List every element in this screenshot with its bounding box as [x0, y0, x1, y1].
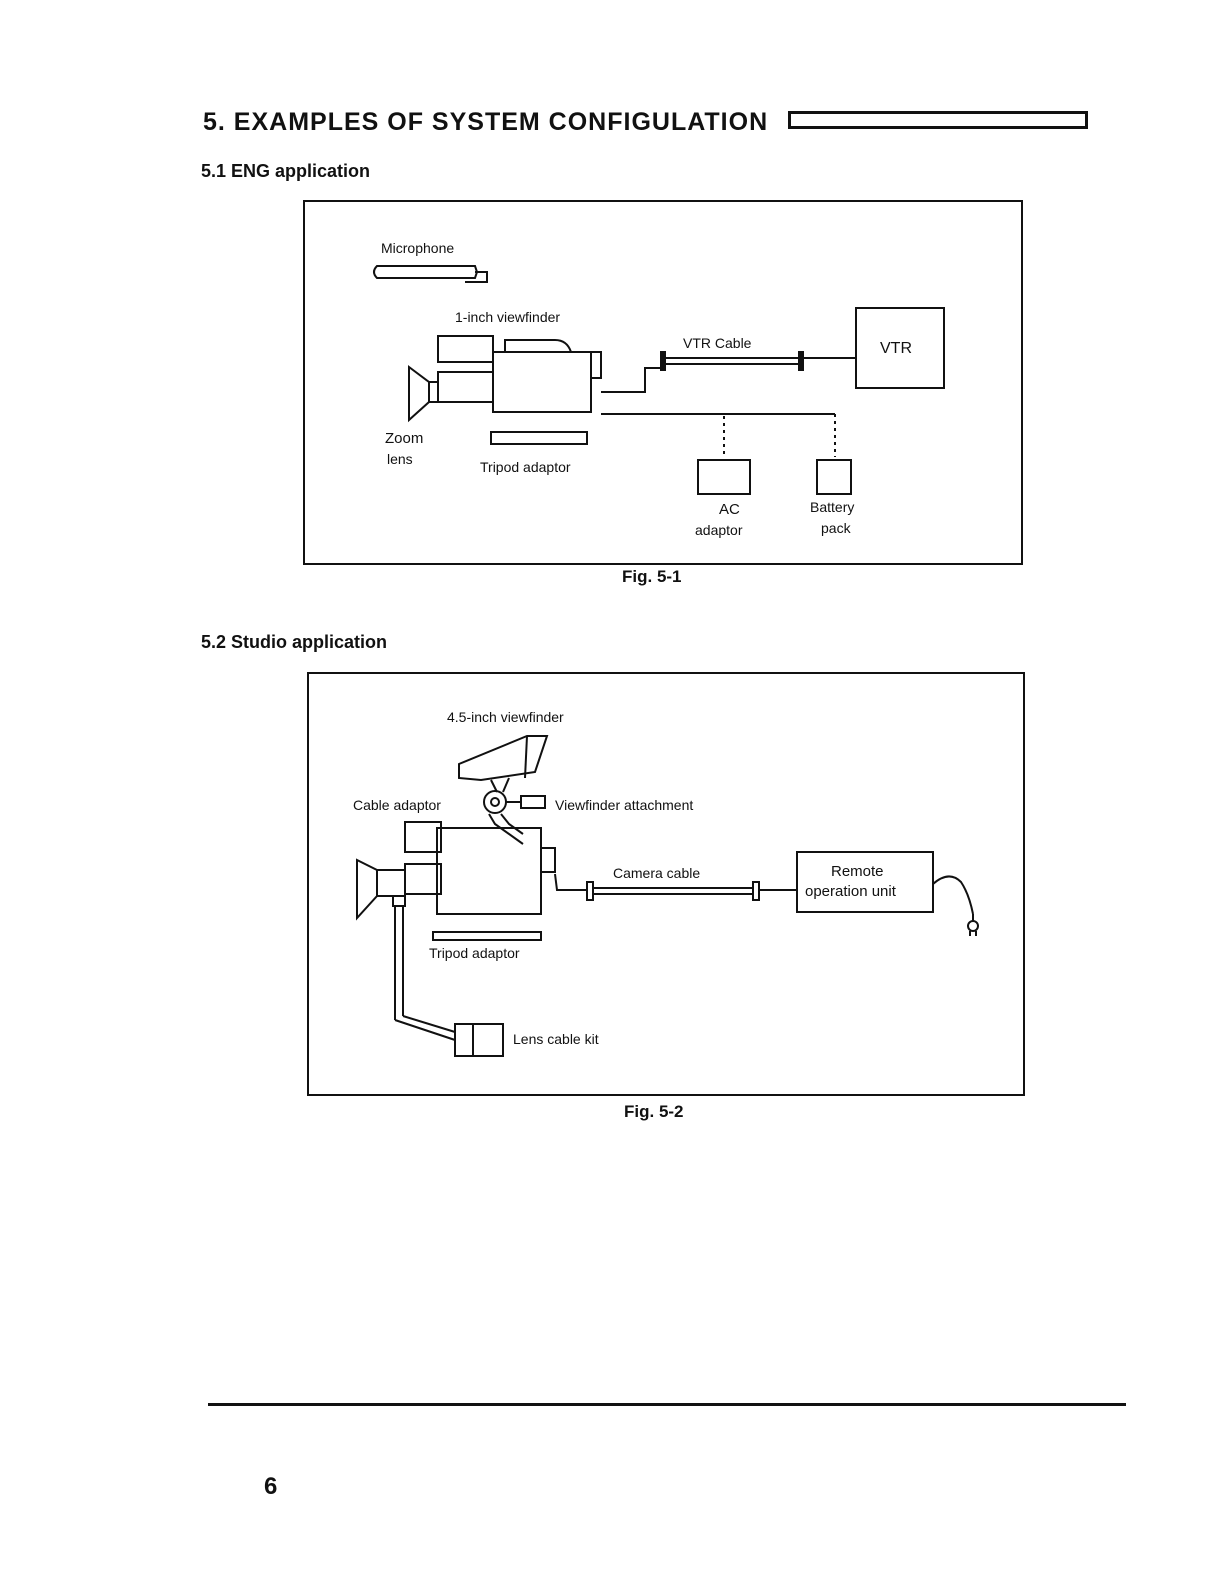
label-lens-cable-kit: Lens cable kit	[513, 1031, 599, 1047]
label-ac: AC	[719, 501, 740, 518]
label-camera-cable: Camera cable	[613, 865, 700, 881]
cable-adaptor-icon	[483, 790, 507, 814]
eng-diagram: Microphone 1-inch viewfinder Zoom lens T…	[373, 240, 945, 538]
lens-cable	[394, 906, 456, 1041]
label-cable-adaptor: Cable adaptor	[353, 797, 441, 813]
viewfinder-icon	[458, 735, 549, 793]
label-tripod-adaptor: Tripod adaptor	[480, 459, 571, 475]
label-viewfinder: 4.5-inch viewfinder	[447, 709, 564, 725]
camera-icon	[408, 335, 602, 423]
viewfinder-icon	[504, 339, 573, 353]
page-number: 6	[264, 1473, 278, 1500]
label-vtr: VTR	[880, 340, 912, 357]
remote-operation-unit-box	[796, 851, 934, 913]
power-lines	[601, 413, 836, 457]
figure-caption-5-2: Fig. 5-2	[624, 1102, 684, 1121]
ac-adaptor-box	[697, 459, 751, 495]
power-plug-icon	[932, 875, 979, 936]
label-microphone: Microphone	[381, 240, 454, 256]
figure-5-1: Microphone 1-inch viewfinder Zoom lens T…	[303, 200, 1023, 565]
figure-caption-5-1: Fig. 5-1	[622, 567, 682, 586]
label-vtr-cable: VTR Cable	[683, 335, 752, 351]
tripod-adaptor-icon	[432, 931, 542, 941]
label-operation-unit: operation unit	[805, 883, 897, 900]
battery-pack-box	[816, 459, 852, 495]
vtr-cable	[601, 351, 856, 393]
subsection-heading-studio: 5.2 Studio application	[201, 632, 388, 652]
figure-5-2: 4.5-inch viewfinder Cable adaptor Viewfi…	[307, 672, 1025, 1096]
title-decoration-bar	[788, 111, 1088, 129]
label-tripod-adaptor: Tripod adaptor	[429, 945, 520, 961]
studio-diagram: 4.5-inch viewfinder Cable adaptor Viewfi…	[353, 709, 979, 1057]
label-viewfinder: 1-inch viewfinder	[455, 309, 560, 325]
camera-cable	[554, 873, 797, 901]
vtr-box	[855, 307, 945, 389]
label-battery: Battery	[810, 499, 854, 515]
label-pack: pack	[821, 520, 852, 536]
footer-rule	[208, 1403, 1126, 1406]
label-viewfinder-attachment: Viewfinder attachment	[555, 797, 693, 813]
label-adaptor: adaptor	[695, 522, 743, 538]
tripod-adaptor-icon	[490, 431, 588, 445]
label-remote: Remote	[831, 863, 884, 880]
microphone-icon	[373, 265, 488, 283]
subsection-heading-eng: 5.1 ENG application	[201, 161, 371, 181]
camera-icon	[356, 813, 556, 921]
section-title: 5. EXAMPLES OF SYSTEM CONFIGULATION	[203, 108, 769, 136]
label-lens: lens	[387, 451, 413, 467]
label-zoom: Zoom	[385, 430, 423, 447]
lens-cable-kit-icon	[454, 1023, 504, 1057]
viewfinder-attachment-icon	[506, 795, 546, 809]
